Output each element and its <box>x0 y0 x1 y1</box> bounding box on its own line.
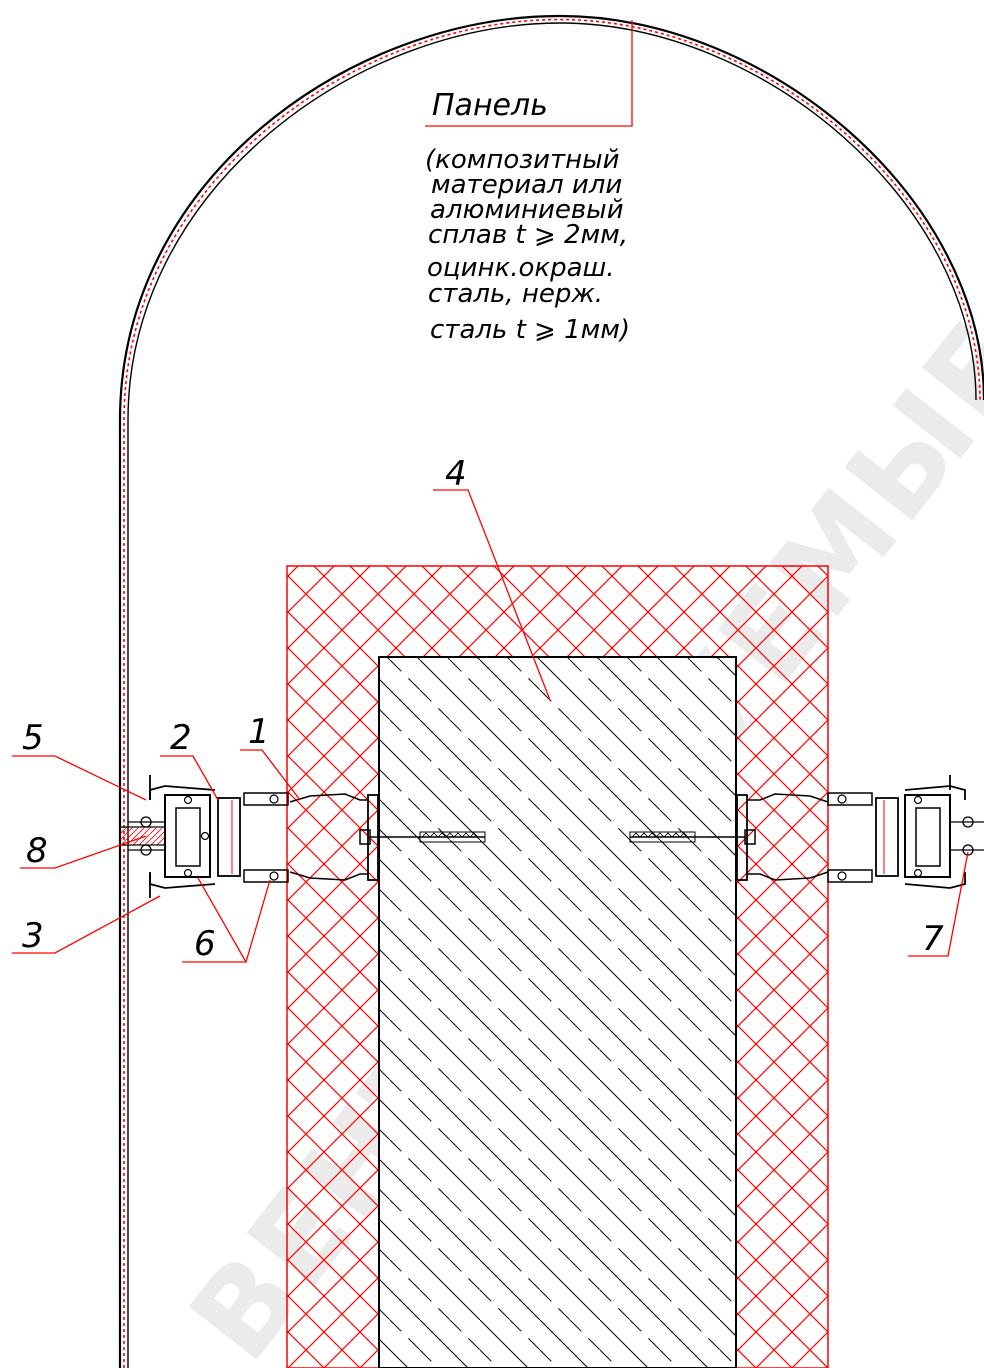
panel-note-line: сталь, нерж. <box>428 279 603 309</box>
callout-6: 6 <box>194 924 216 964</box>
callout-8: 8 <box>26 831 48 871</box>
panel-shell <box>118 14 984 1368</box>
panel-note-line: алюминиевый <box>430 195 624 225</box>
leader-lines <box>12 20 969 963</box>
callout-1: 1 <box>248 712 270 752</box>
wall-core <box>378 656 737 1368</box>
left-bracket-assembly <box>119 775 486 898</box>
panel-note-line: сталь t ⩾ 1мм) <box>430 315 630 345</box>
panel-note-line: оцинк.окраш. <box>427 253 615 283</box>
panel-label: Панель <box>432 88 548 123</box>
callout-5: 5 <box>22 718 44 758</box>
callout-numbers: 4 5 2 1 8 3 6 7 <box>22 454 944 964</box>
panel-note-line: сплав t ⩾ 2мм, <box>428 220 628 250</box>
panel-note-line: материал или <box>431 170 622 200</box>
callout-7: 7 <box>922 919 944 959</box>
panel-note-line: (композитный <box>425 145 620 175</box>
panel-annotation: Панель (композитный материал или алюмини… <box>425 88 630 345</box>
right-bracket-assembly <box>629 775 984 889</box>
callout-3: 3 <box>22 916 44 956</box>
callout-2: 2 <box>170 718 192 758</box>
callout-4: 4 <box>445 454 467 494</box>
